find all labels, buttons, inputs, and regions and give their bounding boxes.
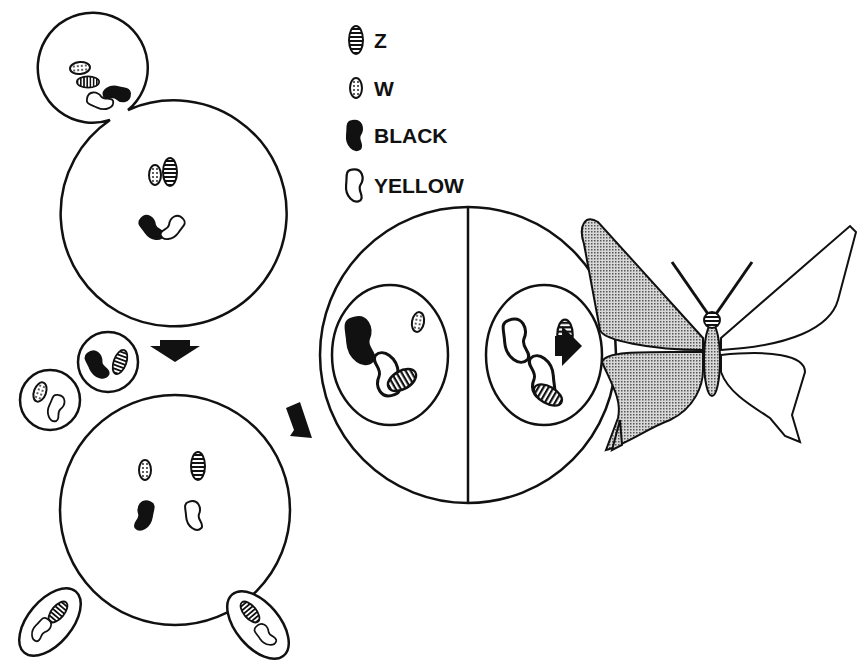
legend-label: W xyxy=(374,78,394,99)
arrow xyxy=(286,402,312,438)
two-cell xyxy=(320,207,616,503)
butterfly xyxy=(582,219,856,450)
legend-label: Z xyxy=(374,30,387,51)
chromosomes-top xyxy=(70,61,188,243)
legend-symbols xyxy=(346,26,363,202)
oocyte-top xyxy=(38,13,287,327)
arrow xyxy=(555,326,582,366)
legend-label: BLACK xyxy=(374,125,448,146)
egg-bottom xyxy=(7,332,300,663)
chromosomes-two-cell xyxy=(344,311,573,410)
arrow xyxy=(150,340,200,362)
legend-label: YELLOW xyxy=(374,175,464,196)
chromosomes-bottom xyxy=(28,348,278,649)
